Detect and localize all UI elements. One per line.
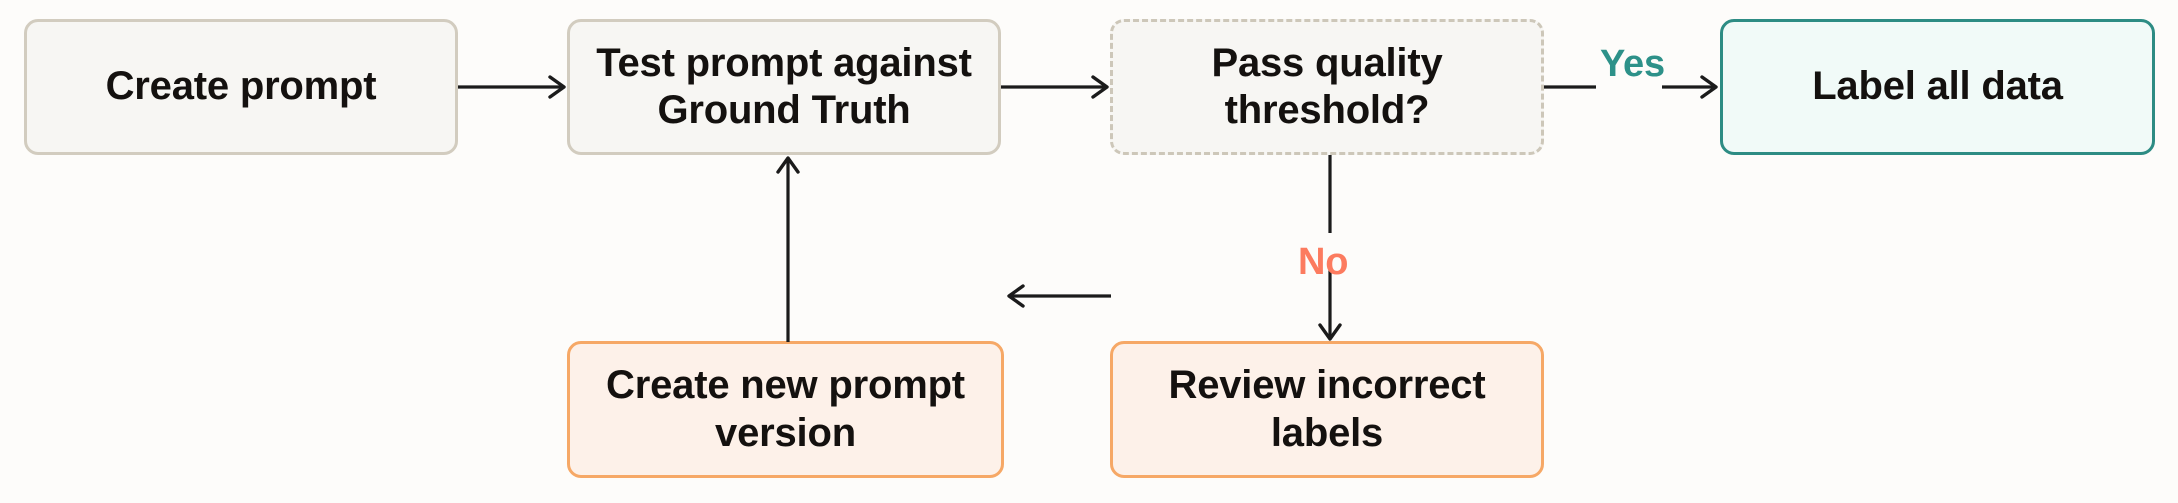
- node-create-new-prompt-version[interactable]: Create new prompt version: [567, 341, 1004, 478]
- node-label-all-data[interactable]: Label all data: [1720, 19, 2155, 155]
- node-pass-quality-threshold[interactable]: Pass quality threshold?: [1110, 19, 1544, 155]
- arrow-review-incorrect-labels-to-create-new-prompt-version: [1003, 278, 1113, 314]
- node-test-prompt-label: Test prompt against Ground Truth: [596, 40, 972, 132]
- edge-label-no: No: [1298, 241, 1349, 283]
- node-create-new-prompt-version-label: Create new prompt version: [606, 363, 965, 455]
- node-review-incorrect-labels[interactable]: Review incorrect labels: [1110, 341, 1544, 478]
- node-label-all-data-label: Label all data: [1812, 64, 2063, 109]
- node-create-prompt[interactable]: Create prompt: [24, 19, 458, 155]
- node-review-incorrect-labels-label: Review incorrect labels: [1168, 363, 1486, 455]
- arrow-test-prompt-to-pass-quality: [1001, 69, 1113, 105]
- arrow-create-prompt-to-test-prompt: [458, 69, 570, 105]
- arrow-create-new-prompt-version-to-test-prompt: [768, 152, 808, 344]
- node-test-prompt[interactable]: Test prompt against Ground Truth: [567, 19, 1001, 155]
- edge-label-yes: Yes: [1600, 43, 1665, 85]
- node-create-prompt-label: Create prompt: [105, 64, 377, 109]
- node-pass-quality-threshold-label: Pass quality threshold?: [1211, 40, 1443, 132]
